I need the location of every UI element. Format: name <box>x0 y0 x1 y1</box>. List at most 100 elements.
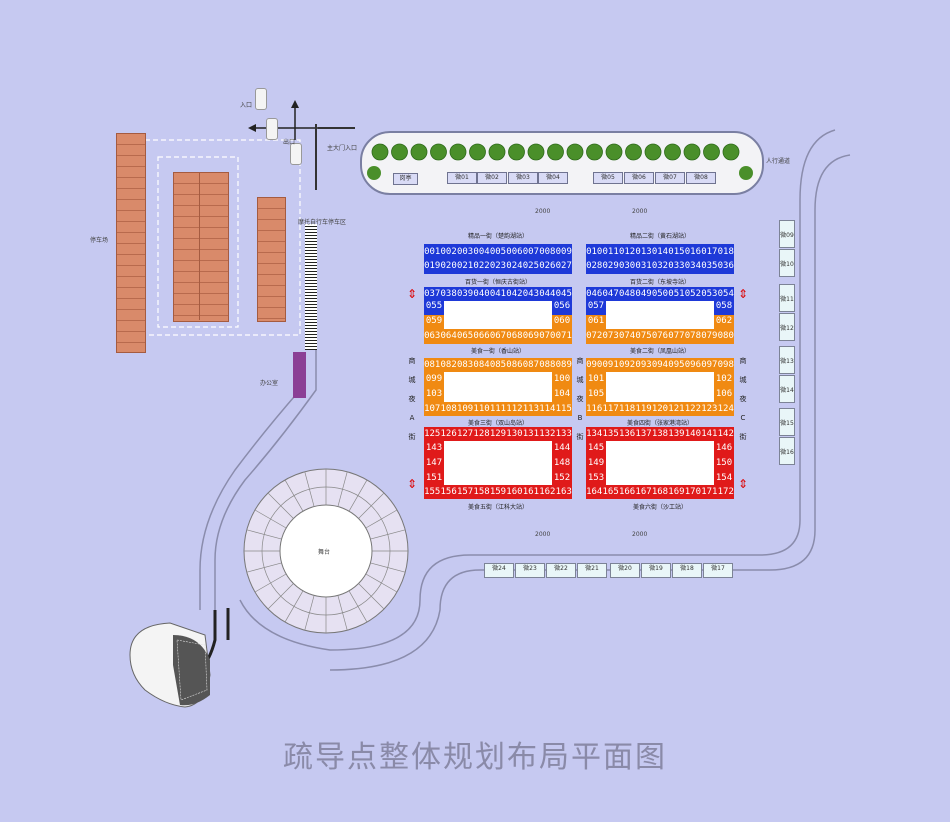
stall[interactable]: 086 <box>506 360 523 370</box>
stall[interactable]: 152 <box>553 473 571 483</box>
stall[interactable]: 144 <box>553 443 571 453</box>
stall[interactable]: 129 <box>489 429 507 439</box>
stall[interactable]: 048 <box>618 289 636 299</box>
stall[interactable]: 046 <box>586 289 603 299</box>
stall[interactable]: 103 <box>425 389 443 399</box>
stall[interactable]: 063 <box>424 331 441 341</box>
pavilion-bottom[interactable]: 微22 <box>546 563 576 578</box>
stall[interactable]: 036 <box>717 261 734 271</box>
stall[interactable]: 016 <box>684 247 701 257</box>
stall[interactable]: 087 <box>522 360 539 370</box>
stall[interactable]: 002 <box>440 247 457 257</box>
stall[interactable]: 066 <box>473 331 490 341</box>
stall[interactable]: 065 <box>456 331 474 341</box>
stall[interactable]: 109 <box>456 404 474 414</box>
stall[interactable]: 160 <box>506 487 523 497</box>
stall[interactable]: 035 <box>701 261 718 271</box>
stall[interactable]: 115 <box>555 404 572 414</box>
stall[interactable]: 081 <box>424 360 441 370</box>
pavilion-right[interactable]: 微15 <box>779 408 795 436</box>
stall[interactable]: 055 <box>425 301 443 311</box>
stall[interactable]: 094 <box>651 360 669 370</box>
stall[interactable]: 022 <box>473 261 490 271</box>
stall[interactable]: 121 <box>668 404 685 414</box>
pavilion-bottom[interactable]: 微24 <box>484 563 514 578</box>
stall[interactable]: 009 <box>555 247 572 257</box>
pavilion-top[interactable]: 微02 <box>477 172 507 184</box>
stall[interactable]: 023 <box>489 261 507 271</box>
stall[interactable]: 161 <box>522 487 539 497</box>
stall[interactable]: 100 <box>553 374 571 384</box>
stall[interactable]: 011 <box>602 247 619 257</box>
stall[interactable]: 169 <box>668 487 685 497</box>
stall[interactable]: 112 <box>506 404 523 414</box>
stall[interactable]: 172 <box>717 487 734 497</box>
stall[interactable]: 010 <box>586 247 603 257</box>
stall[interactable]: 082 <box>440 360 457 370</box>
stall[interactable]: 139 <box>668 429 685 439</box>
pavilion-bottom[interactable]: 微17 <box>703 563 733 578</box>
stall[interactable]: 143 <box>425 443 443 453</box>
stall[interactable]: 043 <box>522 289 539 299</box>
stall[interactable]: 034 <box>684 261 701 271</box>
stall[interactable]: 079 <box>701 331 718 341</box>
stall[interactable]: 171 <box>701 487 718 497</box>
stall[interactable]: 170 <box>684 487 701 497</box>
stall[interactable]: 147 <box>425 458 443 468</box>
stall[interactable]: 105 <box>587 389 605 399</box>
stall[interactable]: 166 <box>618 487 636 497</box>
pavilion-right[interactable]: 微11 <box>779 284 795 312</box>
stall[interactable]: 054 <box>717 289 734 299</box>
pavilion-bottom[interactable]: 微21 <box>577 563 607 578</box>
stall[interactable]: 052 <box>684 289 701 299</box>
pavilion-top[interactable]: 微01 <box>447 172 477 184</box>
stall[interactable]: 146 <box>715 443 733 453</box>
stall[interactable]: 119 <box>635 404 652 414</box>
stall[interactable]: 077 <box>668 331 685 341</box>
stall[interactable]: 020 <box>440 261 457 271</box>
stall[interactable]: 163 <box>555 487 572 497</box>
stall[interactable]: 084 <box>473 360 490 370</box>
stall[interactable]: 167 <box>635 487 652 497</box>
stall[interactable]: 053 <box>701 289 718 299</box>
stall[interactable]: 089 <box>555 360 572 370</box>
stall[interactable]: 106 <box>715 389 733 399</box>
stall[interactable]: 068 <box>506 331 523 341</box>
stall[interactable]: 142 <box>717 429 734 439</box>
stall[interactable]: 026 <box>539 261 556 271</box>
stall[interactable]: 165 <box>602 487 619 497</box>
stall[interactable]: 159 <box>489 487 507 497</box>
stall[interactable]: 041 <box>489 289 507 299</box>
pavilion-right[interactable]: 微13 <box>779 346 795 374</box>
stall[interactable]: 123 <box>701 404 718 414</box>
stall[interactable]: 008 <box>539 247 556 257</box>
stall[interactable]: 157 <box>456 487 474 497</box>
stall[interactable]: 107 <box>424 404 441 414</box>
stall[interactable]: 061 <box>587 316 605 326</box>
stall[interactable]: 156 <box>440 487 457 497</box>
stall[interactable]: 059 <box>425 316 443 326</box>
stall[interactable]: 049 <box>635 289 652 299</box>
stall[interactable]: 038 <box>440 289 457 299</box>
stall[interactable]: 040 <box>473 289 490 299</box>
stall[interactable]: 118 <box>618 404 636 414</box>
stall[interactable]: 031 <box>635 261 652 271</box>
stall[interactable]: 058 <box>715 301 733 311</box>
stall[interactable]: 074 <box>618 331 636 341</box>
stall[interactable]: 090 <box>586 360 603 370</box>
pavilion-top[interactable]: 微06 <box>624 172 654 184</box>
stall[interactable]: 078 <box>684 331 701 341</box>
stall[interactable]: 003 <box>456 247 474 257</box>
stall[interactable]: 021 <box>456 261 474 271</box>
stall[interactable]: 073 <box>602 331 619 341</box>
stall[interactable]: 083 <box>456 360 474 370</box>
stall[interactable]: 168 <box>651 487 669 497</box>
stall[interactable]: 032 <box>651 261 669 271</box>
stall[interactable]: 017 <box>701 247 718 257</box>
stall[interactable]: 015 <box>668 247 685 257</box>
stall[interactable]: 029 <box>602 261 619 271</box>
stall[interactable]: 047 <box>602 289 619 299</box>
pavilion-right[interactable]: 微12 <box>779 313 795 341</box>
stall[interactable]: 134 <box>586 429 603 439</box>
stall[interactable]: 004 <box>473 247 490 257</box>
